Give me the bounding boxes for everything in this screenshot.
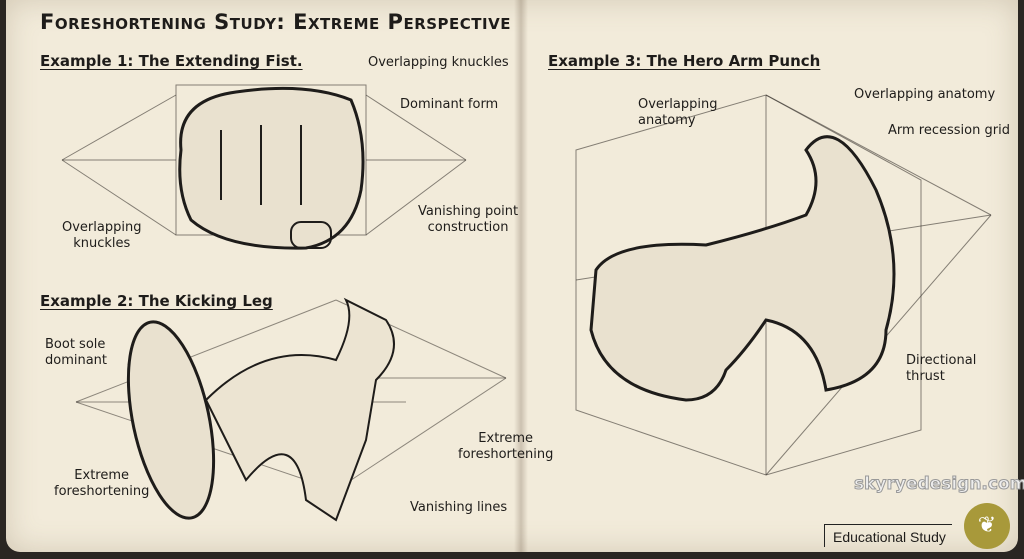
label-overlapping-knuckles: Overlapping knuckles: [368, 55, 509, 70]
label-extreme-foreshortening-2: Extreme foreshortening: [458, 431, 554, 462]
example-1-heading: Example 1: The Extending Fist.: [40, 52, 303, 70]
wheat-icon: ❦: [964, 503, 1010, 549]
boot-sole: [126, 320, 216, 520]
arm-shape: [589, 135, 896, 402]
label-overlapping-anatomy-2: Overlapping anatomy: [854, 87, 996, 102]
label-overlapping-anatomy-1: Overlapping anatomy: [638, 97, 718, 128]
book-spine: [514, 0, 528, 552]
label-vanishing-lines: Vanishing lines: [410, 500, 508, 515]
label-directional-thrust: Directional thrust: [906, 353, 977, 384]
label-arm-recession-grid: Arm recession grid: [888, 123, 1010, 138]
sketch-illustrations: [61, 84, 992, 522]
example-3-heading: Example 3: The Hero Arm Punch: [548, 52, 821, 70]
example-2-heading: Example 2: The Kicking Leg: [40, 292, 273, 310]
label-dominant-form: Dominant form: [400, 97, 499, 112]
label-overlapping-knuckles-2: Overlapping knuckles: [62, 220, 142, 251]
leg-shape: [204, 297, 395, 522]
label-extreme-foreshortening-1: Extreme foreshortening: [54, 468, 150, 499]
watermark: skyryedesign.com: [853, 474, 1024, 495]
label-vanishing-point: Vanishing point construction: [418, 204, 519, 235]
fist-shape: [178, 86, 365, 250]
page-title: Foreshortening Study: Extreme Perspectiv…: [40, 10, 511, 34]
footer-label: Educational Study: [824, 524, 952, 547]
label-boot-sole: Boot sole dominant: [45, 337, 108, 368]
sketchbook: Foreshortening Study: Extreme Perspectiv…: [6, 0, 1024, 552]
